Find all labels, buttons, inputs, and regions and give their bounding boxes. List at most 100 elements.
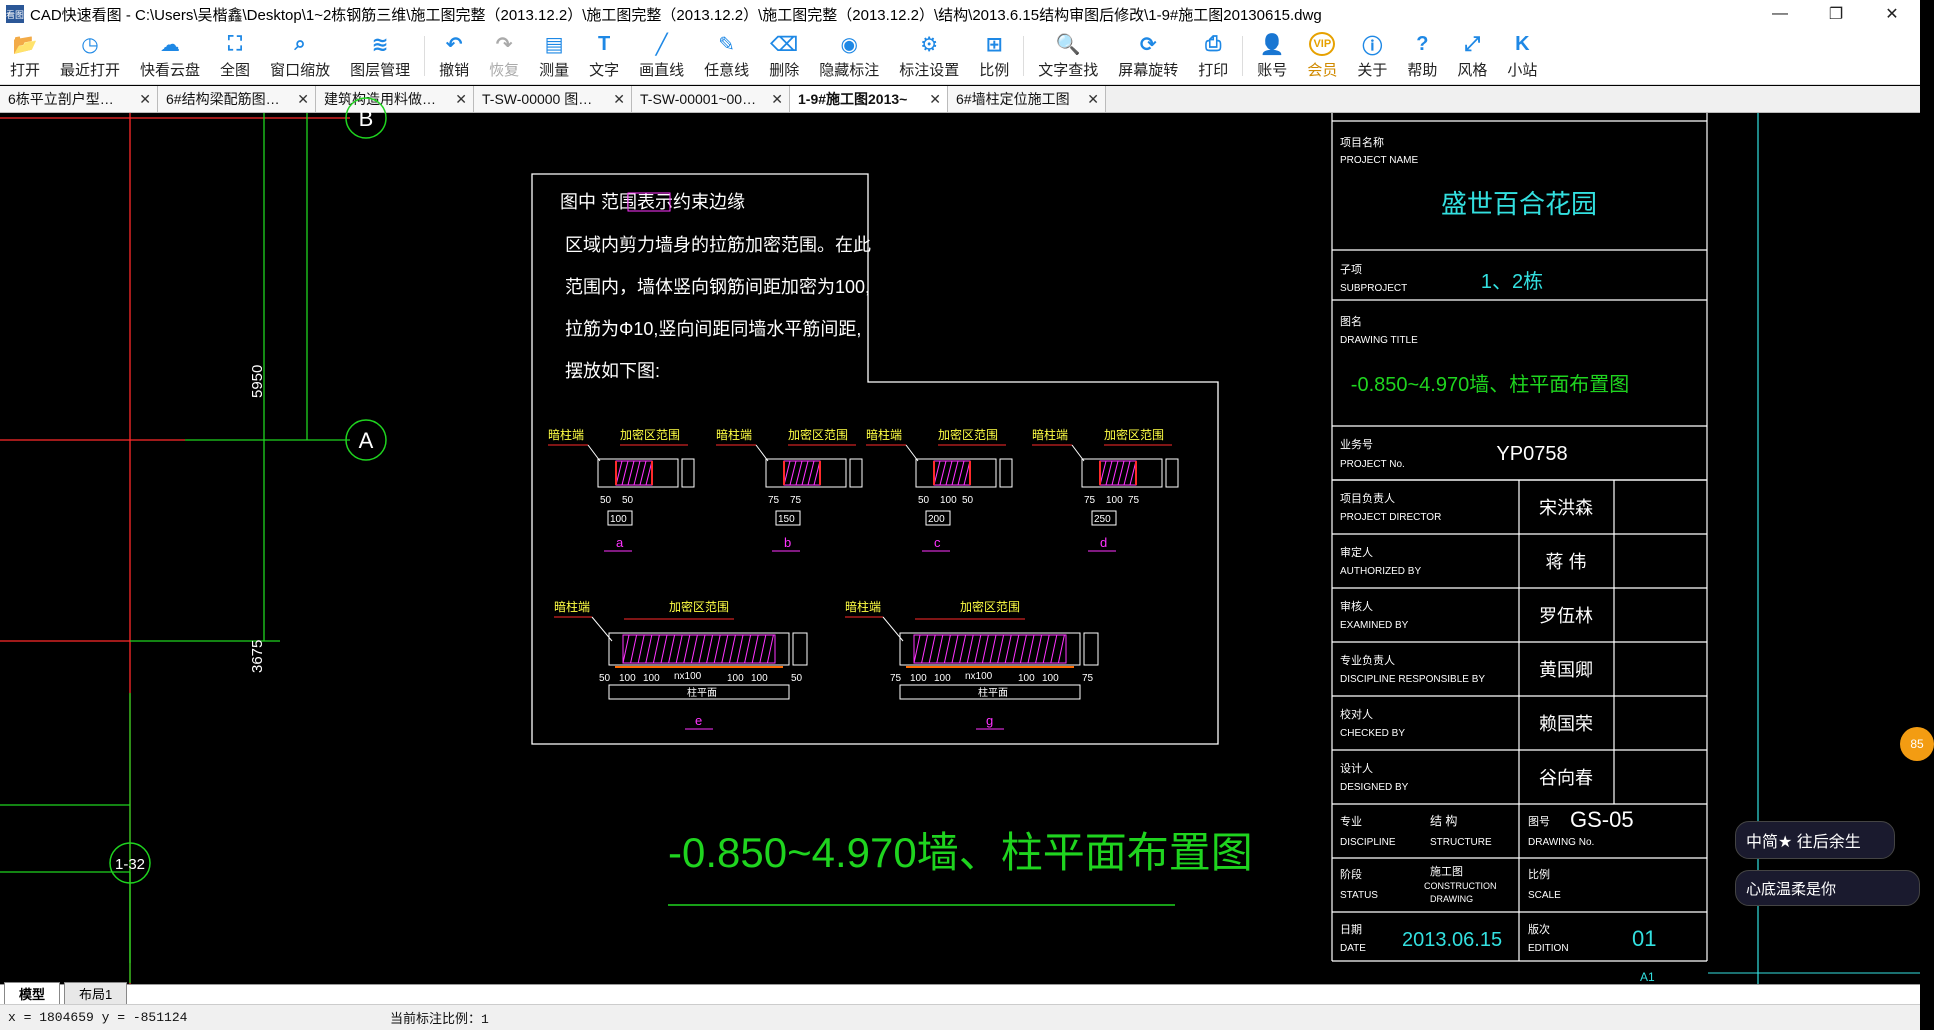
close-tab-icon[interactable]: ✕ [1087, 90, 1099, 107]
toolbar-button-label: 删除 [769, 62, 800, 79]
close-tab-icon[interactable]: ✕ [613, 90, 625, 107]
input-method-badge[interactable]: 中简★ 往后余生 [1735, 821, 1895, 859]
rotate-icon: ⟳ [1139, 33, 1157, 56]
document-tab[interactable]: 6#结构梁配筋图…✕ [158, 86, 316, 112]
hatch-line [945, 460, 953, 486]
toolbar-button-eraser[interactable]: ⌫删除 [759, 28, 809, 84]
label-en: DATE [1340, 943, 1366, 954]
toolbar-button-rotate[interactable]: ⟳屏幕旋转 [1108, 28, 1188, 84]
hatch-line [1004, 634, 1012, 664]
toolbar-button-label: 画直线 [639, 62, 685, 79]
toolbar-button-redo[interactable]: ↷恢复 [479, 28, 529, 84]
floating-orange-widget[interactable]: 85 [1900, 727, 1934, 761]
signoff-name: 蒋 伟 [1545, 552, 1586, 572]
document-tab[interactable]: 1-9#施工图2013~✕ [790, 86, 948, 112]
document-tab-label: T-SW-00000 图… [482, 91, 593, 107]
dimension-text: 50 [962, 495, 974, 506]
toolbar-button-printer[interactable]: ⎙打印 [1188, 28, 1238, 84]
dimension-text: 200 [928, 514, 945, 525]
input-method-skin-badge[interactable]: 心底温柔是你 [1735, 870, 1920, 906]
hatch-line [1123, 460, 1131, 486]
toolbar-button-layers[interactable]: ≋图层管理 [340, 28, 420, 84]
toolbar-button-clock[interactable]: ◷最近打开 [50, 28, 130, 84]
label-cn: 阶段 [1340, 867, 1362, 881]
toolbar-button-style[interactable]: ⤢风格 [1447, 28, 1497, 84]
document-tab[interactable]: 6#墙柱定位施工图✕ [948, 86, 1106, 112]
label-en: STATUS [1340, 890, 1378, 901]
canvas-background [0, 113, 1920, 984]
hatch-line [957, 460, 965, 486]
note-text: 图中 范围表示约束边缘 区域内剪力墙身的拉筋加密范围。在此 范围内，墙体竖向钢筋… [560, 192, 871, 381]
hatch-line [943, 634, 951, 664]
fullscreen-icon: ⛶ [228, 32, 243, 55]
hatch-line [974, 634, 982, 664]
detail-id: d [1100, 535, 1107, 550]
cloud-icon: ☁ [160, 33, 181, 56]
document-tab[interactable]: 建筑构造用料做…✕ [316, 86, 474, 112]
close-tab-icon[interactable]: ✕ [455, 90, 467, 107]
toolbar-button-label: 窗口缩放 [270, 62, 331, 79]
maximize-button[interactable]: ❐ [1828, 6, 1844, 23]
toolbar-button-label: 全图 [220, 62, 251, 79]
grid-label-1-32: 1-32 [115, 856, 145, 873]
layout-tab-layout1[interactable]: 布局1 [64, 982, 128, 1004]
toolbar-button-fullscreen[interactable]: ⛶ 全图 [210, 28, 260, 84]
hatch-line [951, 634, 959, 664]
toolbar-button-scale[interactable]: ⊞比例 [969, 28, 1019, 84]
toolbar-button-cloud[interactable]: ☁快看云盘 [130, 28, 210, 84]
subproject-value: 1、2栋 [1481, 270, 1543, 293]
cad-drawing[interactable]: 5950 3675 B A 1-32 图中 范围表示约束边缘 区域内剪力墙身的拉 [0, 97, 1920, 984]
toolbar-button-eye[interactable]: ◉隐藏标注 [809, 28, 889, 84]
detail-id: b [784, 535, 791, 550]
dim-bracket [681, 458, 695, 488]
style-icon: ⤢ [1464, 32, 1481, 55]
toolbar-button-zoom-window[interactable]: ⌕窗口缩放 [260, 28, 340, 84]
label-en: DISCIPLINE [1340, 837, 1396, 848]
hatch-line [728, 634, 736, 664]
wall-outline [597, 458, 679, 488]
status-value-cn: 施工图 [1430, 865, 1463, 878]
folder-open-icon: 📂 [12, 33, 38, 56]
close-tab-icon[interactable]: ✕ [771, 90, 783, 107]
hatch-line [928, 634, 936, 664]
toolbar-button-help[interactable]: ?帮助 [1397, 28, 1447, 84]
toolbar-button-folder-open[interactable]: 📂打开 [0, 28, 50, 84]
hatch-line [1050, 634, 1058, 664]
structural-grid [0, 113, 350, 984]
app-logo-icon: 看图 [6, 5, 24, 23]
label-en: SCALE [1528, 890, 1561, 901]
toolbar-button-user[interactable]: 👤账号 [1247, 28, 1297, 84]
close-window-button[interactable]: ✕ [1885, 6, 1899, 23]
hatch-line [660, 634, 668, 664]
toolbar-button-undo[interactable]: ↶撤销 [429, 28, 479, 84]
dimension-text: 50 [918, 495, 930, 506]
hatch-line [1111, 460, 1119, 486]
toolbar-button-line[interactable]: ╱画直线 [629, 28, 694, 84]
close-tab-icon[interactable]: ✕ [139, 90, 151, 107]
detail-id: g [986, 713, 993, 728]
cursor-coordinates: x = 1804659 y = -851124 [8, 1010, 188, 1025]
toolbar-button-text-search[interactable]: 🔍文字查找 [1028, 28, 1108, 84]
discipline-value-en: STRUCTURE [1430, 837, 1492, 848]
toolbar-button-freehand[interactable]: ✎任意线 [694, 28, 759, 84]
document-tab[interactable]: T-SW-00001~00…✕ [632, 86, 790, 112]
dimension-text: 75 [1128, 495, 1140, 506]
toolbar-separator [1242, 36, 1244, 76]
note-line: 图中 范围表示约束边缘 [560, 192, 745, 212]
layout-tab-model[interactable]: 模型 [4, 982, 61, 1004]
document-tab[interactable]: 6栋平立剖户型…✕ [0, 86, 158, 112]
document-tab[interactable]: T-SW-00000 图… ✕ [474, 86, 632, 112]
date-value: 2013.06.15 [1402, 929, 1502, 951]
project-no-value: YP0758 [1496, 443, 1567, 465]
drawing-canvas[interactable]: 5950 3675 B A 1-32 图中 范围表示约束边缘 区域内剪力墙身的拉 [0, 97, 1934, 984]
close-tab-icon[interactable]: ✕ [297, 90, 309, 107]
minimize-button[interactable]: — [1772, 5, 1788, 22]
help-icon: ? [1416, 32, 1429, 55]
close-tab-icon[interactable]: ✕ [929, 90, 941, 107]
toolbar-button-annotation-settings[interactable]: ⚙标注设置 [889, 28, 969, 84]
toolbar-button-measure[interactable]: ▤测量 [529, 28, 579, 84]
